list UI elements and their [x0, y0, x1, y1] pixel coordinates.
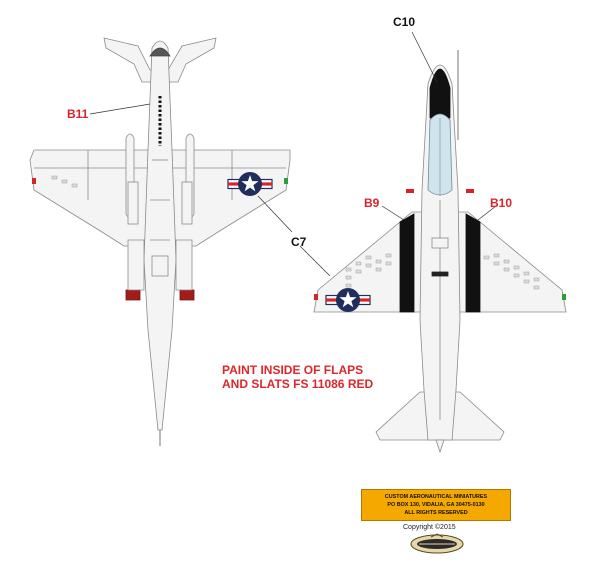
callout-c10: C10: [393, 15, 416, 29]
credit-line3: ALL RIGHTS RESERVED: [404, 510, 468, 516]
callout-c7: C7: [291, 235, 307, 249]
nose-radome-black: [429, 68, 451, 119]
paint-note: PAINT INSIDE OF FLAPS AND SLATS FS 11086…: [222, 363, 373, 391]
callout-b9: B9: [364, 196, 380, 210]
credit-line1: CUSTOM AERONAUTICAL MINIATURES: [384, 494, 488, 500]
callout-b11: B11: [67, 107, 89, 121]
credit-line2: PO BOX 130, VIDALIA, GA 30475-0130: [387, 502, 485, 508]
paint-note-line1: PAINT INSIDE OF FLAPS: [222, 363, 364, 377]
tailplane-bottom: [103, 37, 217, 83]
intake-left-red: [125, 289, 141, 301]
leader-lines: [89, 31, 497, 277]
slat-left-black: [399, 213, 415, 313]
paint-note-line2: AND SLATS FS 11086 RED: [222, 377, 374, 391]
top-view: [313, 50, 567, 454]
callout-b10: B10: [490, 196, 513, 210]
copyright-text: Copyright ©2015: [403, 524, 456, 531]
credit-box: CUSTOM AERONAUTICAL MINIATURES PO BOX 13…: [361, 489, 511, 521]
fuselage-bottom: [143, 40, 177, 431]
slat-right-black: [465, 213, 481, 313]
company-logo-icon: [410, 533, 464, 554]
intake-right-red: [179, 289, 195, 301]
